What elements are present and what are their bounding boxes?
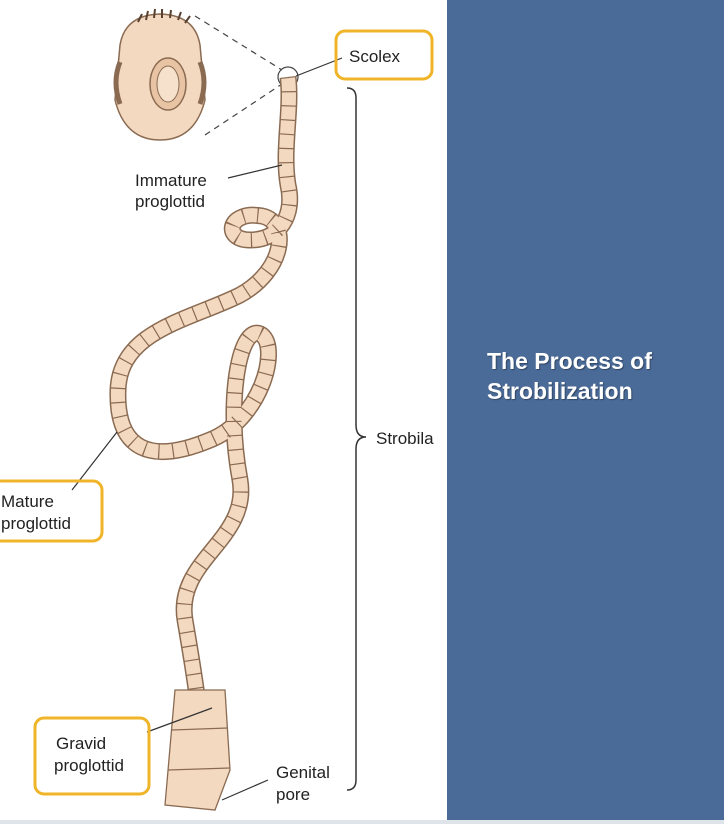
strobila-label: Strobila xyxy=(376,429,434,448)
genital-pore-label-line2: pore xyxy=(276,785,310,804)
scolex-highlight-box xyxy=(334,29,434,81)
scolex-leader-line xyxy=(295,57,343,77)
mature-label-line2: proglottid xyxy=(1,514,71,533)
gravid-label-line2: proglottid xyxy=(54,756,124,775)
tapeworm-diagram: Scolex Immature proglottid Mature proglo… xyxy=(0,8,434,811)
scolex-label: Scolex xyxy=(349,47,401,66)
immature-label-line2: proglottid xyxy=(135,192,205,211)
gravid-leader-line xyxy=(146,707,213,733)
slide-title-line1: The Process of xyxy=(487,348,652,374)
bottom-border xyxy=(0,820,724,824)
tapeworm-strobila-body xyxy=(109,75,299,811)
slide-title: The Process of Strobilization xyxy=(487,346,717,406)
gravid-label-line1: Gravid xyxy=(56,734,106,753)
gravid-highlight-box xyxy=(33,716,151,796)
genital-pore-label-line1: Genital xyxy=(276,763,330,782)
scolex-magnified-illustration xyxy=(113,8,207,141)
immature-label-line1: Immature xyxy=(135,171,207,190)
genital-pore-leader-line xyxy=(221,779,269,801)
slide-title-line2: Strobilization xyxy=(487,378,633,404)
strobila-brace xyxy=(346,87,367,791)
mature-highlight-box xyxy=(0,479,104,543)
immature-leader-line xyxy=(227,164,283,179)
tapeworm-figure-panel: Scolex Immature proglottid Mature proglo… xyxy=(0,0,447,822)
mature-label-line1: Mature xyxy=(1,492,54,511)
